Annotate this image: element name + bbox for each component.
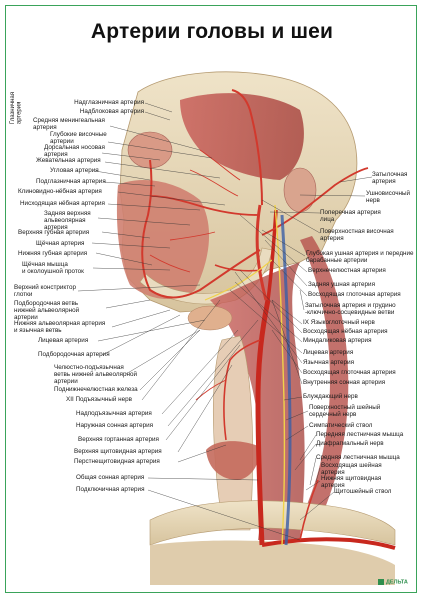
label-dorsal-nasal-artery: Дорсальная носовая артерия xyxy=(44,144,105,158)
label-posterior-superior-alveolar-artery: Задняя верхняя альвеолярная артерия xyxy=(44,210,91,231)
common-carotid-artery xyxy=(255,299,271,546)
internal-jugular-vein xyxy=(280,214,292,546)
label-facial-artery-left: Лицевая артерия xyxy=(38,337,89,344)
label-angular-artery: Угловая артерия xyxy=(50,167,99,174)
right-leader-lines xyxy=(229,176,373,521)
label-superficial-temporal-artery: Поверхностная височная артерия xyxy=(320,228,394,242)
label-infraorbital-artery: Подглазничная артерия xyxy=(36,178,106,185)
label-common-carotid-artery: Общая сонная артерия xyxy=(76,474,145,481)
label-descending-palatine-artery: Нисходящая нёбная артерия xyxy=(20,200,105,207)
label-submental-artery: Подбородочная артерия xyxy=(38,351,110,358)
label-middle-scalene-muscle: Средняя лестничная мышца xyxy=(316,454,400,461)
thyrocervical-trunk xyxy=(299,479,319,541)
label-auriculotemporal-nerve: Ушновисочный нерв xyxy=(366,190,410,204)
label-thyrocervical-trunk: Щитошейный ствол xyxy=(334,488,392,495)
label-superior-pharyngeal-constrictor: Верхний констриктор глотки xyxy=(14,284,77,298)
label-deep-auricular-artery: Глубокая ушная артерия и передние бараба… xyxy=(306,250,414,264)
larynx-trachea xyxy=(212,335,254,531)
label-sphenopalatine-artery: Клиновидно-нёбная артерия xyxy=(18,188,102,195)
ear-region xyxy=(283,167,317,213)
sternocleidomastoid xyxy=(300,236,349,520)
label-tonsillar-artery: Миндаликовая артерия xyxy=(303,337,372,344)
label-inferior-alveolar-artery: Нижняя альвеолярная артерия и язычная ве… xyxy=(14,320,106,334)
label-masseteric-artery: Жевательная артерия xyxy=(36,157,101,164)
label-ascending-palatine-artery: Восходящая нёбная артерия xyxy=(303,328,388,335)
label-ascending-pharyngeal-artery: Восходящая глоточная артерия xyxy=(303,369,396,376)
label-lingual-artery: Язычная артерия xyxy=(303,359,354,366)
label-hypoglossal-nerve: XII Подъязычный нерв xyxy=(66,396,133,403)
label-ascending-pharyngeal-artery-top: Восходящая глоточная артерия xyxy=(308,291,401,298)
label-transverse-facial-artery: Поперечная артерия лица xyxy=(320,209,381,223)
label-suprahyoid-artery: Надподъязычная артерия xyxy=(76,410,152,417)
label-superior-laryngeal-artery: Верхняя гортанная артерия xyxy=(78,436,159,443)
label-occipital-artery-top: Затылочная артерия xyxy=(372,171,408,185)
label-mylohyoid-branch: Челюстно-подъязычная ветвь нижней альвео… xyxy=(54,364,137,385)
hypoglossal-nerve xyxy=(204,259,273,301)
label-subclavian-artery: Подключичная артерия xyxy=(76,486,145,493)
facial-artery xyxy=(141,159,261,299)
label-facial-artery-right: Лицевая артерия xyxy=(303,349,354,356)
submandibular-gland xyxy=(187,305,233,331)
label-occipital-artery-scm-branches: Затылочная артерия и грудино -ключично-с… xyxy=(305,302,396,316)
label-supraorbital-artery: Надглазничная артерия xyxy=(74,99,144,106)
logo-text: ДЕЛЬТА xyxy=(386,579,408,586)
clavicle xyxy=(149,500,396,546)
label-phrenic-nerve: Диафрагмальный нерв xyxy=(316,440,384,447)
label-posterior-auricular-artery: Задняя ушная артерия xyxy=(308,281,375,288)
label-cricothyroid-artery: Перстнещитовидная артерия xyxy=(74,458,160,465)
label-vagus-nerve: Блуждающий нерв xyxy=(303,393,358,400)
poster-frame xyxy=(5,5,417,593)
label-buccal-artery: Щёчная артерия xyxy=(36,240,85,247)
logo-mark-icon xyxy=(378,579,384,585)
left-leader-lines xyxy=(77,102,301,541)
label-anterior-scalene-muscle: Передняя лестничная мышца xyxy=(316,431,404,438)
label-ascending-cervical-artery: Восходящая шейная артерия xyxy=(321,462,382,476)
label-superior-labial-artery: Верхняя губная артерия xyxy=(18,229,90,236)
label-internal-carotid-artery: Внутренняя сонная артерия xyxy=(303,379,386,386)
superior-thyroid-artery xyxy=(223,339,261,441)
small-branches xyxy=(149,149,241,401)
label-superficial-cervical-cardiac-nerve: Поверхностный шейный сердечный нерв xyxy=(309,404,381,418)
label-middle-meningeal-artery: Средняя менингеальная артерия xyxy=(33,117,105,131)
label-deep-temporal-arteries: Глубокие височные артерии xyxy=(50,131,107,145)
occipital-artery xyxy=(261,167,369,236)
superficial-temporal-artery xyxy=(231,89,263,206)
label-submandibular-gland: Поднижнечелюстная железа xyxy=(54,386,138,393)
label-external-carotid-artery: Наружная сонная артерия xyxy=(76,422,153,429)
label-superior-thyroid-artery: Верхняя щитовидная артерия xyxy=(74,448,162,455)
label-sympathetic-trunk: Симпатический ствол xyxy=(309,422,373,429)
label-glossopharyngeal-nerve: IX Языкоглоточный нерв xyxy=(303,319,375,326)
rib-region xyxy=(150,540,395,585)
label-buccinator-and-parotid-duct: Щёчная мышца и околоушной проток xyxy=(22,261,84,275)
maxillary-artery xyxy=(149,195,259,216)
label-inferior-labial-artery: Нижняя губная артерия xyxy=(18,250,88,257)
publisher-logo: ДЕЛЬТА xyxy=(378,579,408,585)
label-maxillary-artery: Верхнечелюстная артерия xyxy=(308,267,386,274)
label-mental-branch: Подбородочная ветвь нижней альвеолярной … xyxy=(14,300,80,321)
label-inferior-thyroid-artery: Нижняя щитовидная артерия xyxy=(321,475,382,489)
label-supratrochlear-artery: Надблоковая артерия xyxy=(79,108,144,115)
thyroid-gland xyxy=(206,441,259,480)
external-carotid-artery xyxy=(255,204,268,301)
internal-carotid-artery xyxy=(266,209,278,301)
poster-title: Артерии головы и шеи xyxy=(90,20,334,43)
